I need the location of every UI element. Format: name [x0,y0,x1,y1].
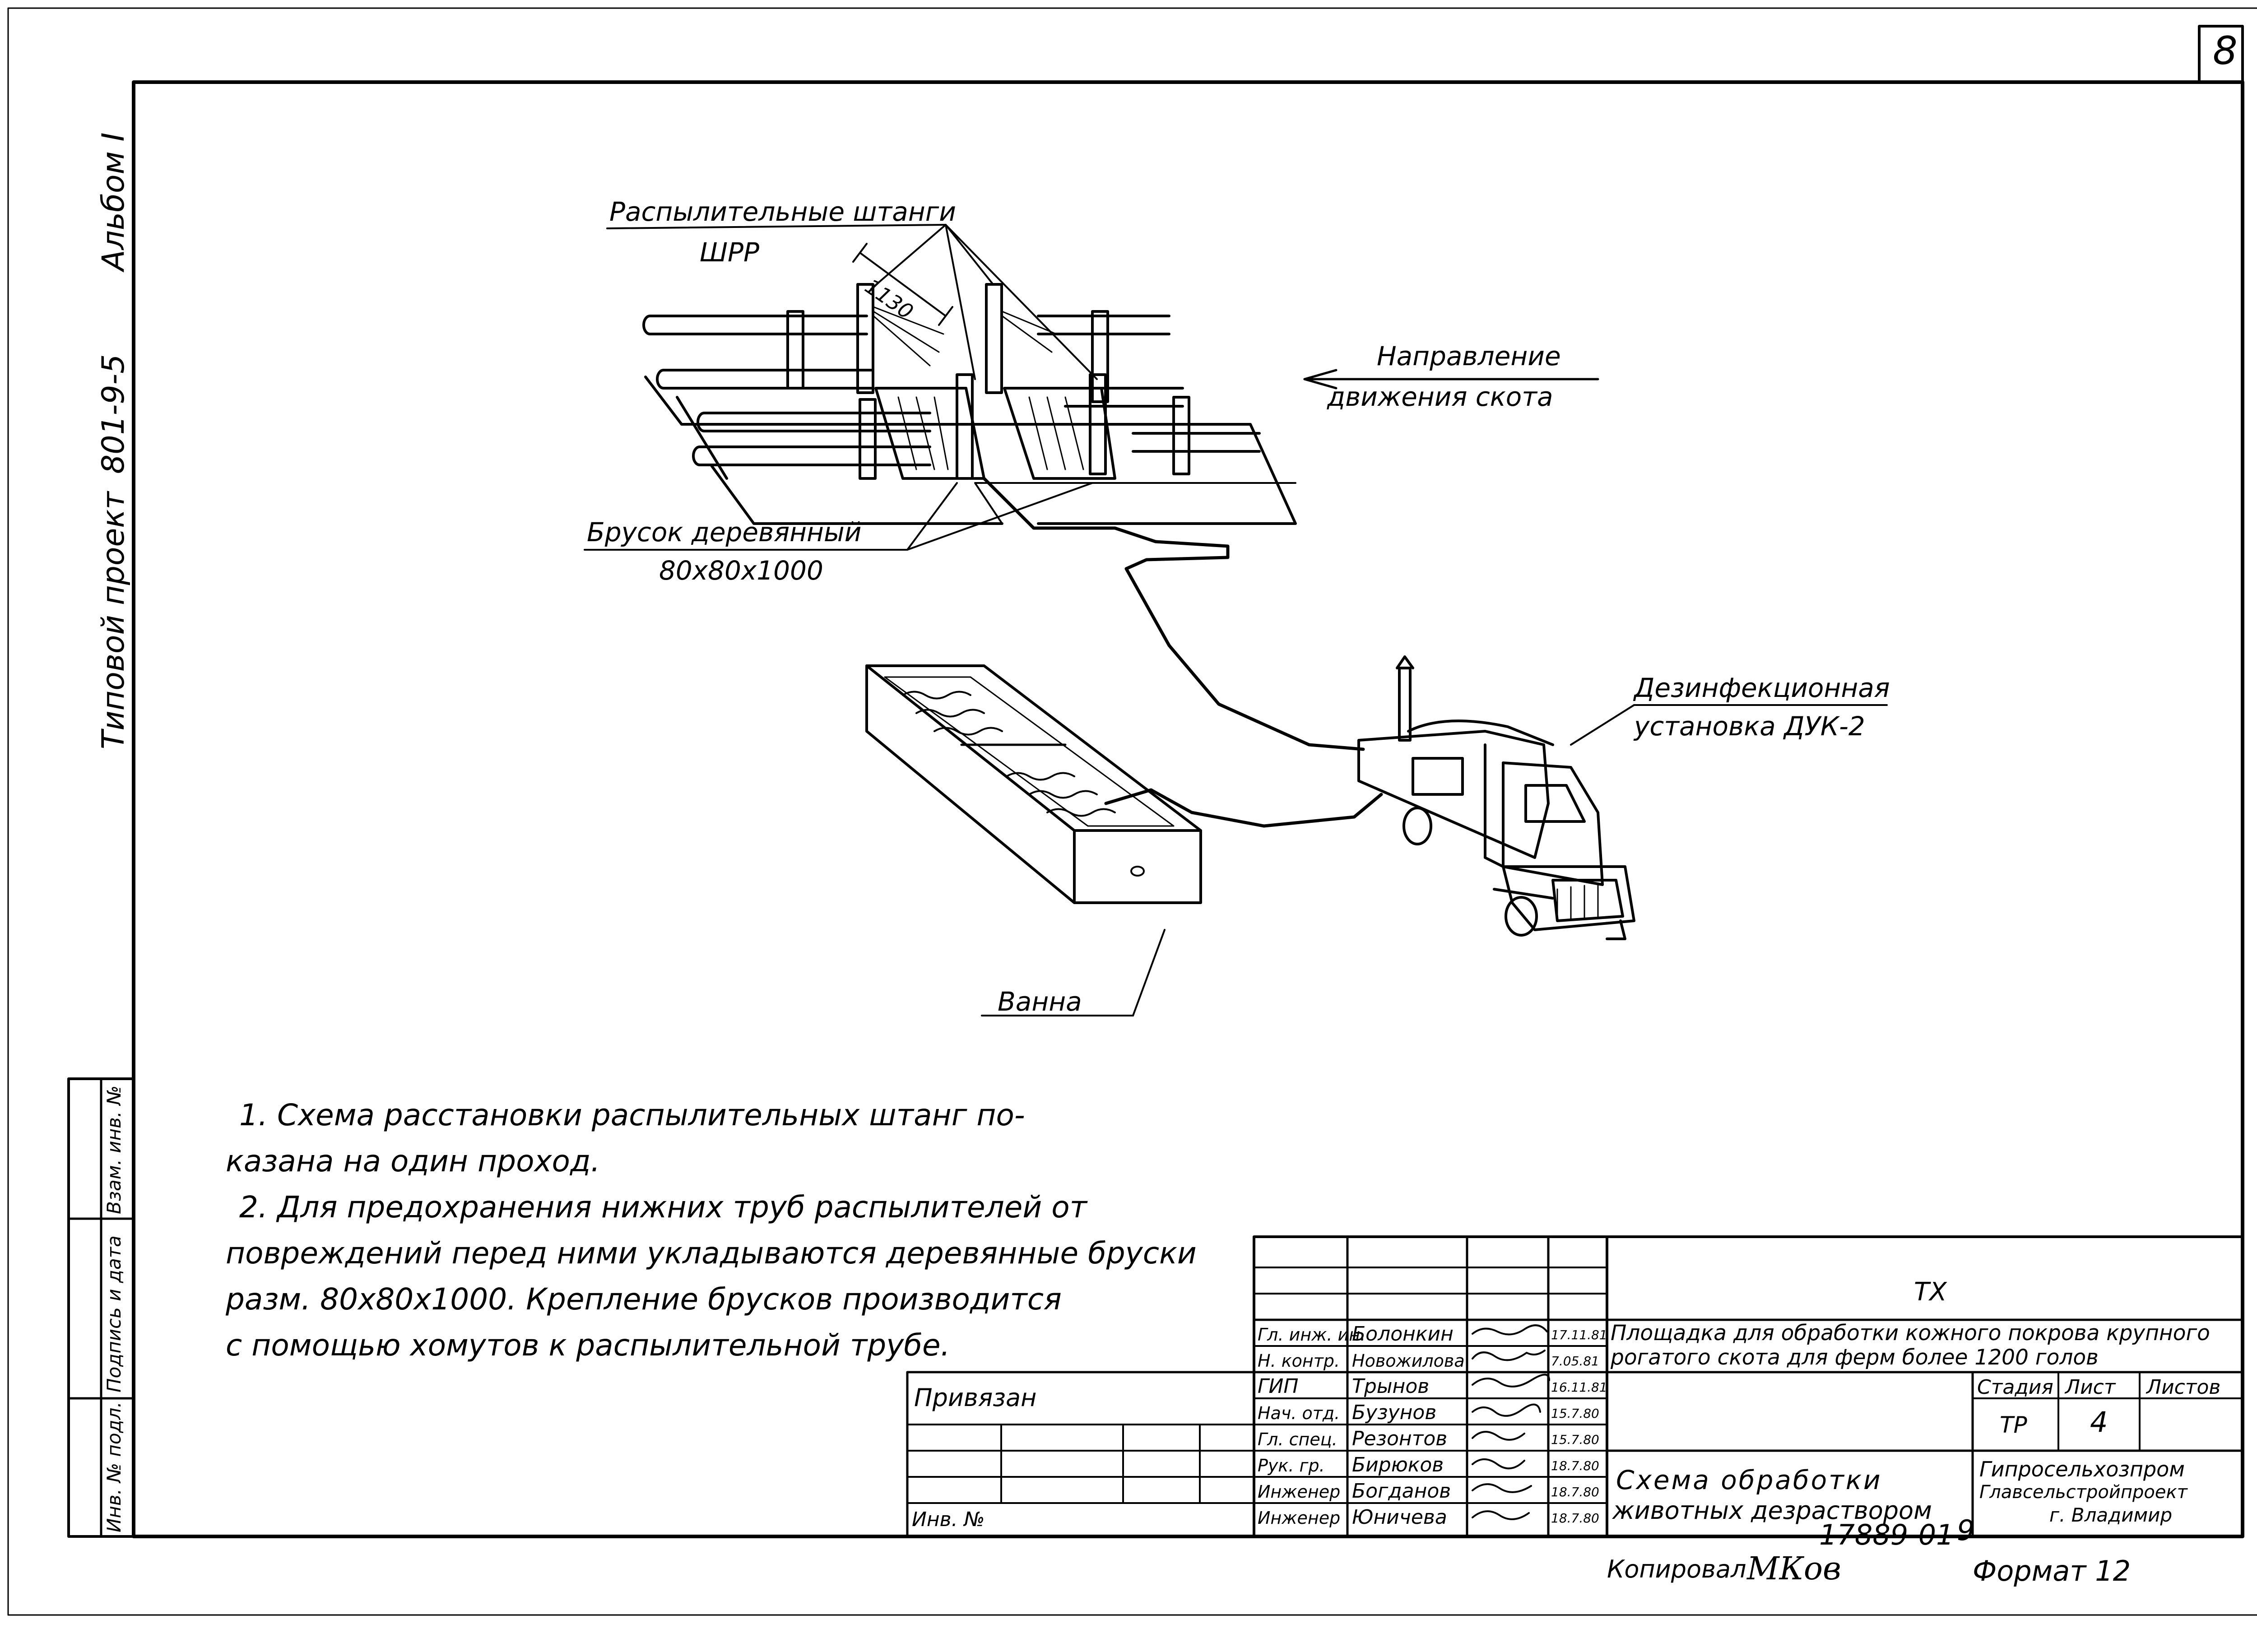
note-line-2: казана на один проход. [226,1144,600,1179]
tb-date: 18.7.80 [1551,1458,1599,1473]
sheet-number: 8 [2213,28,2238,74]
tb-name: Новожилова [1352,1351,1465,1371]
stamp-label-inv: Инв. № подл. [103,1401,125,1532]
footer-number-suffix: 9 [1957,1514,1975,1547]
tb-stage-header: Стадия [1977,1376,2053,1399]
sheet-number-box [2198,25,2244,84]
stamp-label-signature: Подпись и дата [103,1235,125,1392]
footer-number: 17889-01 [1819,1518,1954,1551]
label-direction-2: движения скота [1327,381,1553,412]
tb-drawing-title-1: Схема обработки [1616,1465,1882,1495]
tb-org-2: Главсельстройпроект [1979,1482,2187,1503]
tb-name: Бузунов [1352,1401,1437,1424]
side-label-project: Типовой проект [96,491,131,749]
label-bath: Ванна [998,986,1082,1017]
note-line-4: повреждений перед ними укладываются дере… [226,1236,1197,1271]
spray-station-drawing [642,224,1365,751]
direction-arrow [1303,369,1599,390]
note-line-6: с помощью хомутов к распылительной трубе… [226,1328,950,1363]
label-spray-bars: Распылительные штанги [609,196,956,227]
tb-date: 15.7.80 [1551,1406,1599,1421]
tb-sheet-header: Лист [2065,1376,2116,1399]
tb-role: Нач. отд. [1258,1403,1340,1423]
tb-date: 7.05.81 [1551,1354,1599,1369]
title-block-lines [906,1235,2244,1538]
label-bar-1: Брусок деревянный [587,517,862,548]
tb-sheet-value: 4 [2090,1406,2108,1439]
tb-org-3: г. Владимир [2049,1504,2173,1526]
notes-block: 1. Схема расстановки распылительных штан… [226,1092,1197,1369]
tb-project-title-1: Площадка для обработки кожного покрова к… [1611,1321,2210,1346]
label-bar-2: 80x80x1000 [659,555,823,586]
side-label-code: 801-9-5 [96,354,131,474]
tb-name: Резонтов [1352,1427,1448,1450]
tb-date: 17.11.81 [1551,1327,1607,1342]
tb-sheets-header: Листов [2146,1376,2221,1399]
tb-stage-value: ТР [2000,1412,2027,1438]
footer-copied-signature: МКов [1747,1550,1841,1587]
tb-date: 18.7.80 [1551,1485,1599,1499]
signatures [1472,1324,1550,1520]
tb-org-1: Гипросельхозпром [1979,1457,2185,1481]
tb-role: Инженер [1258,1482,1341,1502]
tb-role: ГИП [1258,1375,1299,1398]
tb-date: 18.7.80 [1551,1511,1599,1526]
bath-drawing [865,664,1383,904]
tb-role: Н. контр. [1258,1351,1340,1371]
label-spray-bars-code: ШРР [700,237,759,268]
note-line-5: разм. 80x80x1000. Крепление брусков прои… [226,1282,1062,1317]
footer-copied: Копировал [1607,1555,1746,1583]
tb-privyazan: Привязан [914,1383,1037,1412]
tb-name: Болонкин [1352,1323,1454,1346]
tb-date: 16.11.81 [1551,1380,1607,1395]
stamp-label-replace: Взам. инв. № [103,1085,125,1214]
trim-border [7,7,2257,1616]
note-line-1: 1. Схема расстановки распылительных штан… [239,1098,1025,1132]
tb-name: Трынов [1352,1375,1430,1398]
label-leaders [584,224,1888,1016]
tb-name: Бирюков [1352,1453,1444,1476]
truck-drawing [1357,655,1635,940]
label-direction-1: Направление [1377,341,1561,371]
tb-name: Юничева [1352,1506,1447,1529]
note-line-3: 2. Для предохранения нижних труб распыли… [239,1190,1087,1225]
tb-role: Инженер [1258,1508,1341,1528]
footer-format: Формат 12 [1973,1555,2131,1587]
label-unit-2: установка ДУК-2 [1634,711,1865,742]
tb-role: Гл. инж. ин. [1258,1325,1366,1345]
tb-name: Богданов [1352,1480,1451,1503]
side-label-album: Альбом I [96,132,131,271]
tb-inv-no: Инв. № [912,1508,985,1531]
tb-drawing-title-2: животных дезраствором [1612,1496,1932,1525]
tb-project-title-2: рогатого скота для ферм более 1200 голов [1611,1345,2099,1370]
tb-mark: ТХ [1914,1277,1947,1307]
label-unit-1: Дезинфекционная [1634,673,1890,703]
tb-date: 15.7.80 [1551,1432,1599,1447]
tb-role: Гл. спец. [1258,1429,1337,1449]
tb-role: Рук. гр. [1258,1456,1325,1476]
